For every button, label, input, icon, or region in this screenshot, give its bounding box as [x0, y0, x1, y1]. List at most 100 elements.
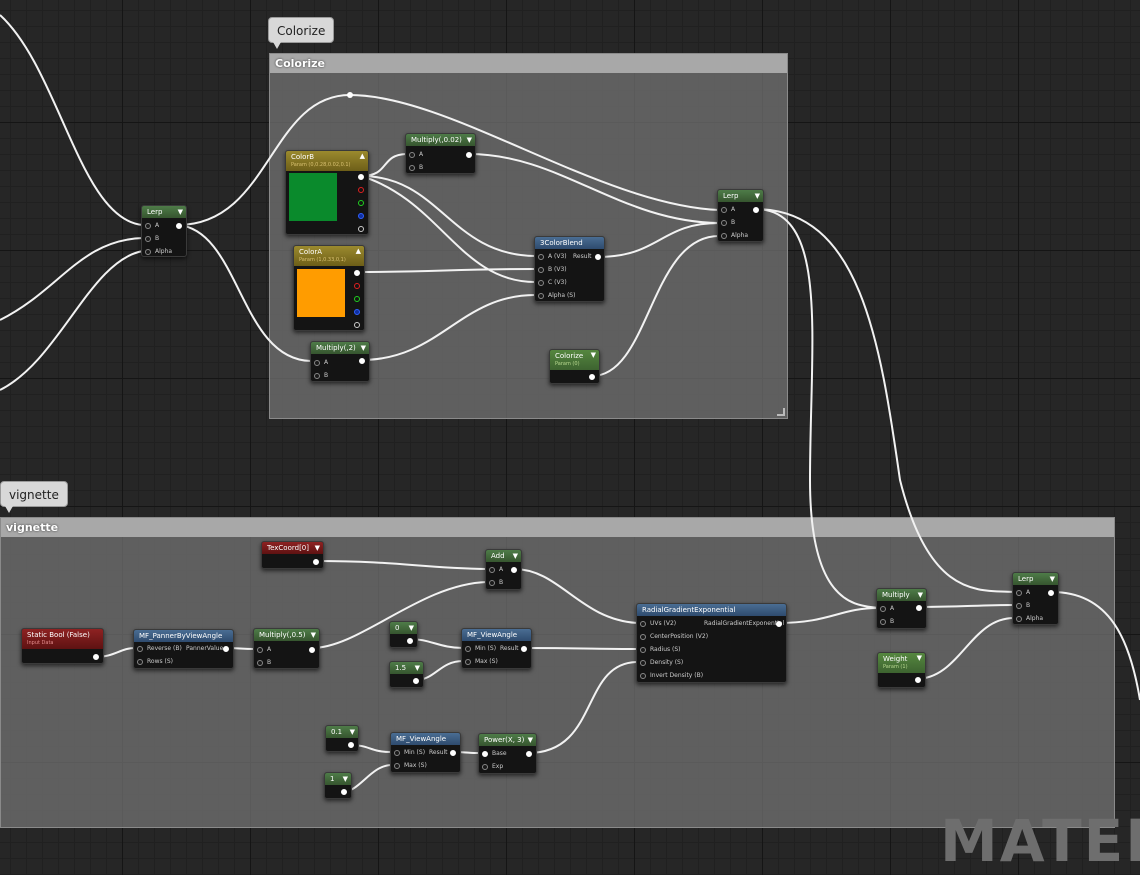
add-node[interactable]: Add▼ A B — [485, 549, 522, 590]
input-pin-a[interactable] — [880, 606, 886, 612]
input-pin-a[interactable] — [314, 360, 320, 366]
power-node[interactable]: Power(X, 3)▼ Base Exp — [478, 733, 537, 774]
input-pin-a[interactable] — [721, 207, 727, 213]
output-pin-g[interactable] — [358, 200, 364, 206]
chevron-down-icon[interactable]: ▼ — [917, 591, 923, 599]
input-pin-exp[interactable] — [482, 764, 488, 770]
three-color-blend-node[interactable]: 3ColorBlend A (V3) B (V3) C (V3) Alpha (… — [534, 236, 605, 302]
chevron-down-icon[interactable]: ▼ — [466, 136, 472, 144]
input-pin-uvs[interactable] — [640, 621, 646, 627]
input-pin-a[interactable] — [257, 647, 263, 653]
multiply-002-node[interactable]: Multiply(,0.02)▼ A B — [405, 133, 476, 174]
chevron-down-icon[interactable]: ▼ — [177, 208, 183, 216]
output-pin[interactable] — [589, 374, 595, 380]
input-pin-min[interactable] — [394, 750, 400, 756]
chevron-down-icon[interactable]: ▼ — [342, 775, 348, 783]
input-pin-reverse[interactable] — [137, 646, 143, 652]
multiply-05-node[interactable]: Multiply(,0.5)▼ A B — [253, 628, 320, 669]
input-pin-invert-density[interactable] — [640, 673, 646, 679]
input-pin-alpha[interactable] — [1016, 616, 1022, 622]
node-header[interactable]: Static Bool (False)Input Data — [22, 629, 103, 649]
output-pin[interactable] — [413, 678, 419, 684]
lerp-node[interactable]: Lerp▼ A B Alpha — [1012, 572, 1059, 625]
constant-node[interactable]: 0▼ — [389, 621, 418, 648]
node-header[interactable]: 1▼ — [325, 773, 351, 785]
output-pin-r[interactable] — [358, 187, 364, 193]
node-header[interactable]: Multiply(,0.5)▼ — [254, 629, 319, 641]
output-pin-r[interactable] — [354, 283, 360, 289]
node-header[interactable]: Lerp▼ — [1013, 573, 1058, 585]
node-header[interactable]: RadialGradientExponential — [637, 604, 786, 616]
output-pin[interactable] — [916, 605, 922, 611]
input-pin-alpha[interactable] — [721, 233, 727, 239]
output-pin[interactable] — [511, 567, 517, 573]
chevron-down-icon[interactable]: ▼ — [527, 736, 533, 744]
lerp-node[interactable]: Lerp▼ A B Alpha — [141, 205, 187, 257]
resize-grip-icon[interactable] — [777, 408, 785, 416]
input-pin-radius[interactable] — [640, 647, 646, 653]
input-pin-b[interactable] — [489, 580, 495, 586]
input-pin-min[interactable] — [465, 646, 471, 652]
chevron-down-icon[interactable]: ▼ — [1049, 575, 1055, 583]
output-pin-rgb[interactable] — [354, 270, 360, 276]
output-pin-g[interactable] — [354, 296, 360, 302]
output-pin[interactable] — [776, 621, 782, 627]
output-pin[interactable] — [753, 207, 759, 213]
output-pin[interactable] — [309, 647, 315, 653]
input-pin-max[interactable] — [465, 659, 471, 665]
output-pin[interactable] — [526, 751, 532, 757]
output-pin[interactable] — [223, 646, 229, 652]
static-bool-node[interactable]: Static Bool (False)Input Data — [21, 628, 104, 664]
input-pin-a[interactable] — [409, 152, 415, 158]
output-pin-b[interactable] — [358, 213, 364, 219]
output-pin[interactable] — [341, 789, 347, 795]
input-pin-base[interactable] — [482, 751, 488, 757]
node-header[interactable]: Lerp▼ — [718, 190, 763, 202]
input-pin-b[interactable] — [145, 236, 151, 242]
input-pin-a[interactable] — [538, 254, 544, 260]
output-pin[interactable] — [407, 638, 413, 644]
node-header[interactable]: 0.1▼ — [326, 726, 358, 738]
node-header[interactable]: Multiply(,2)▼ — [311, 342, 369, 354]
input-pin-b[interactable] — [538, 267, 544, 273]
texcoord-node[interactable]: TexCoord[0]▼ — [261, 541, 324, 569]
node-header[interactable]: Power(X, 3)▼ — [479, 734, 536, 746]
input-pin-b[interactable] — [257, 660, 263, 666]
chevron-down-icon[interactable]: ▼ — [349, 728, 355, 736]
node-header[interactable]: Multiply▼ — [877, 589, 926, 601]
input-pin-b[interactable] — [880, 619, 886, 625]
chevron-down-icon[interactable]: ▼ — [310, 631, 316, 639]
multiply-node[interactable]: Multiply▼ A B — [876, 588, 927, 629]
multiply-2-node[interactable]: Multiply(,2)▼ A B — [310, 341, 370, 382]
output-pin-result[interactable] — [450, 750, 456, 756]
output-pin-a[interactable] — [358, 226, 364, 232]
vignette-comment-bubble[interactable]: vignette — [0, 481, 68, 513]
chevron-down-icon[interactable]: ▼ — [360, 344, 366, 352]
output-pin-rgb[interactable] — [358, 174, 364, 180]
node-header[interactable]: Multiply(,0.02)▼ — [406, 134, 475, 146]
input-pin-alpha[interactable] — [538, 293, 544, 299]
node-header[interactable]: TexCoord[0]▼ — [262, 542, 323, 554]
chevron-down-icon[interactable]: ▼ — [512, 552, 518, 560]
node-header[interactable]: 1.5▼ — [390, 662, 423, 674]
output-pin-result[interactable] — [521, 646, 527, 652]
node-header[interactable]: MF_PannerByViewAngle — [134, 630, 233, 642]
output-pin[interactable] — [93, 654, 99, 660]
input-pin-a[interactable] — [1016, 590, 1022, 596]
output-pin[interactable] — [915, 677, 921, 683]
input-pin-b[interactable] — [314, 373, 320, 379]
node-header[interactable]: MF_ViewAngle — [462, 629, 531, 641]
node-header[interactable]: 3ColorBlend — [535, 237, 604, 249]
view-angle-node[interactable]: MF_ViewAngle Min (S) Max (S) Result — [390, 732, 461, 773]
node-header[interactable]: MF_ViewAngle — [391, 733, 460, 745]
radial-gradient-exponential-node[interactable]: RadialGradientExponential UVs (V2) Cente… — [636, 603, 787, 683]
input-pin-max[interactable] — [394, 763, 400, 769]
chevron-down-icon[interactable]: ▼ — [754, 192, 760, 200]
